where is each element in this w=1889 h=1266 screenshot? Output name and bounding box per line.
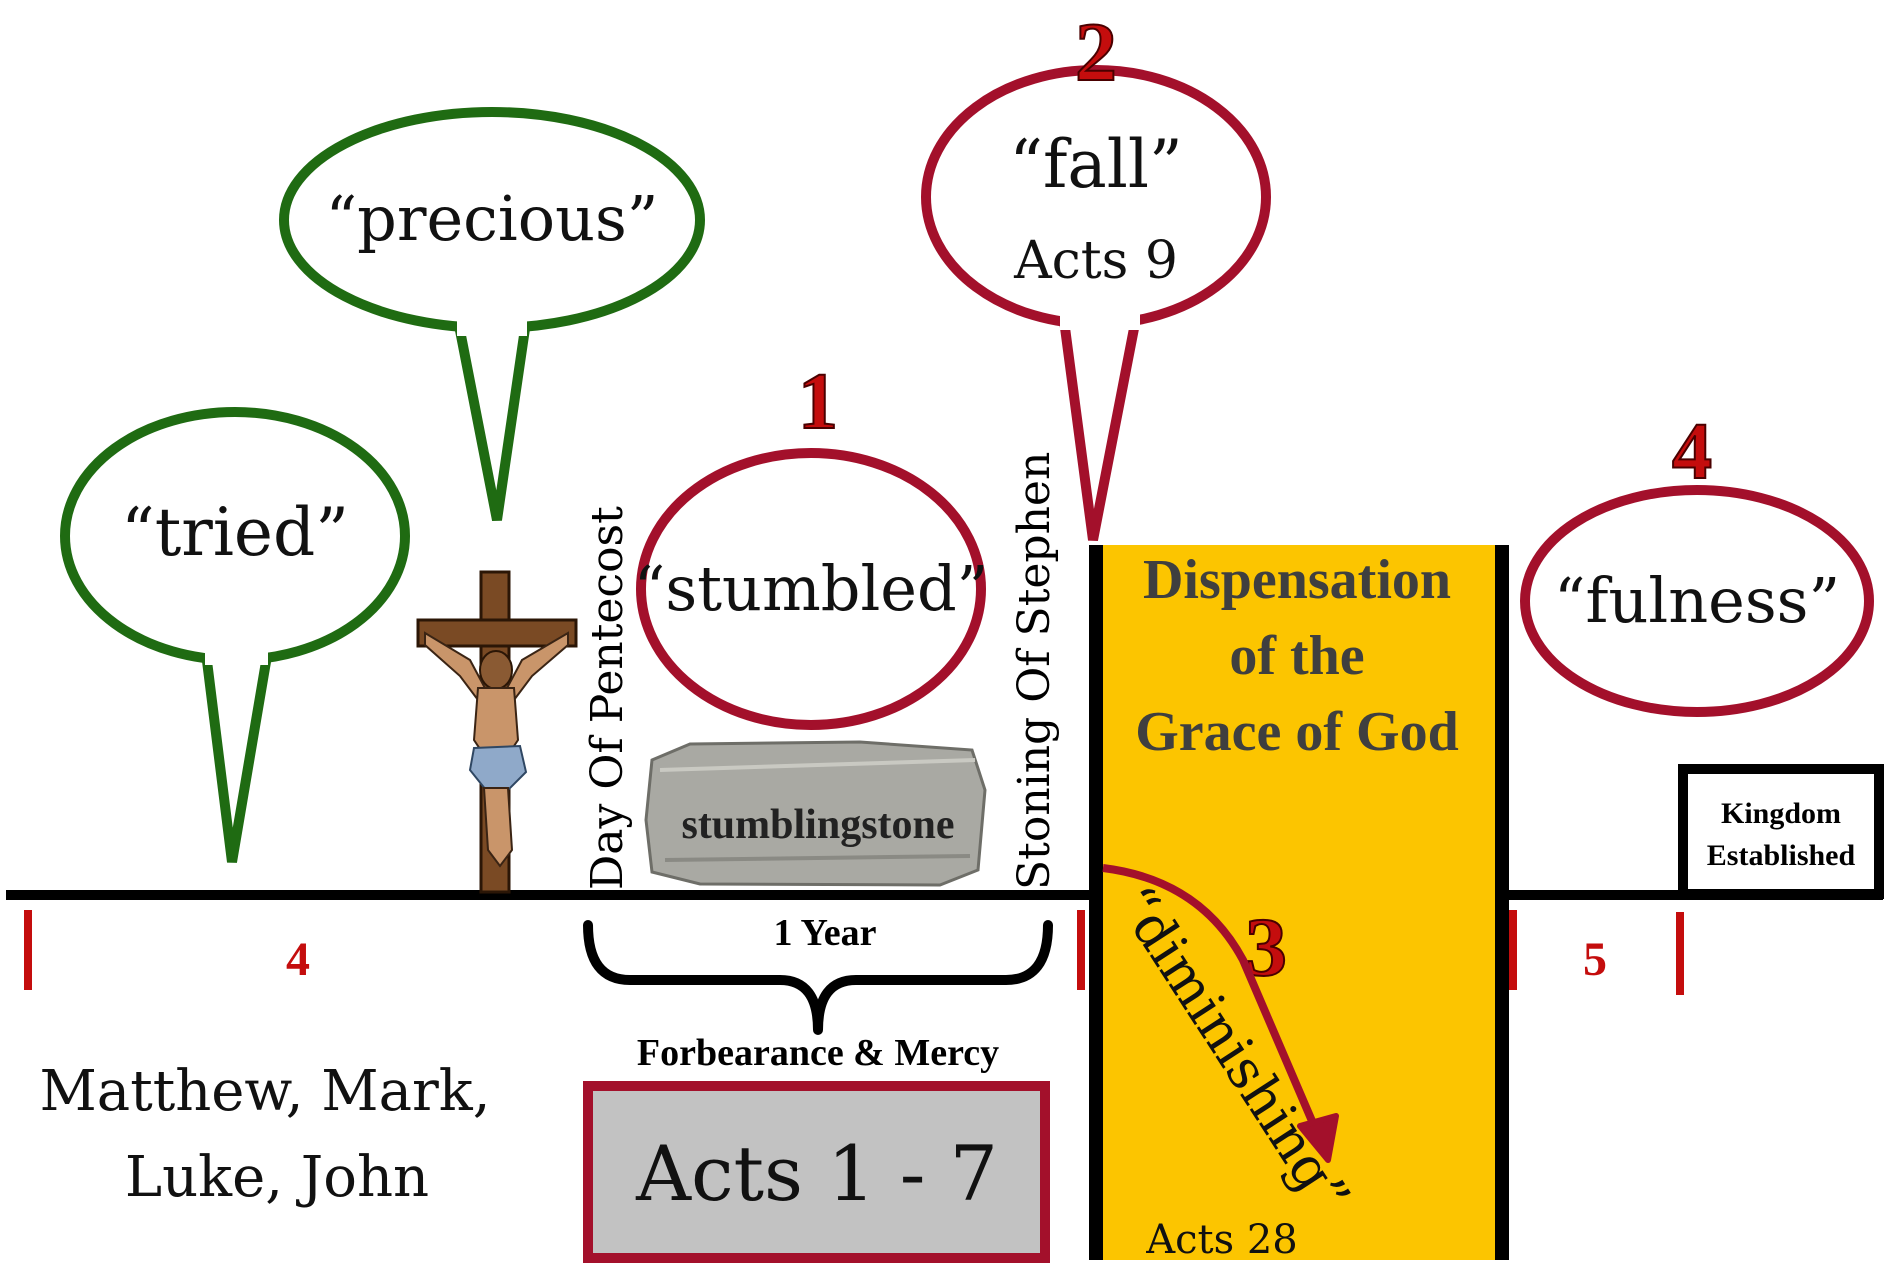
timeline-tick xyxy=(1077,910,1085,990)
dispensation-title-line2: of the xyxy=(1229,625,1364,687)
label-forbearance-mercy: Forbearance & Mercy xyxy=(637,1032,999,1074)
acts-1-7-box-frame xyxy=(583,1081,1050,1263)
dispensation-right-wall xyxy=(1495,545,1509,1260)
bubble-tail xyxy=(200,644,273,863)
bubble-precious: “precious” xyxy=(279,107,705,521)
dispensation-block: Dispensation of the Grace of God xyxy=(1089,545,1509,1260)
bubble-outline xyxy=(1520,485,1874,717)
bubble-tried: “tried” xyxy=(60,407,410,863)
label-stoning-of-stephen: Stoning Of Stephen xyxy=(1009,452,1060,890)
segment-number-5: 5 xyxy=(1583,933,1607,986)
bubble-fall: “fall” Acts 9 xyxy=(921,65,1271,541)
bubble-joint-mask xyxy=(205,625,268,665)
crucifix-icon xyxy=(416,570,578,894)
dispensation-left-wall xyxy=(1089,545,1103,1260)
bubble-stumbled: “stumbled” xyxy=(634,448,989,730)
bubble-text-fulness: “fulness” xyxy=(1554,564,1840,637)
gospels-line2: Luke, John xyxy=(125,1145,429,1210)
timeline-tick xyxy=(24,910,32,990)
marker-number-4: 4 xyxy=(1672,408,1712,496)
bubble-tail xyxy=(1057,304,1142,541)
bubble-tail xyxy=(452,314,532,521)
bubble-joint-mask xyxy=(1060,290,1140,330)
kingdom-established-box: Kingdom Established xyxy=(1678,764,1884,899)
marker-number-2: 2 xyxy=(1075,6,1117,99)
marker-number-3: 3 xyxy=(1245,901,1287,994)
numbered-markers: 1 2 3 4 xyxy=(797,5,1713,995)
bubble-joint-mask xyxy=(457,300,527,336)
marker-number-1: 1 xyxy=(798,358,838,446)
kingdom-label-line2: Established xyxy=(1707,839,1856,872)
timeline-tick xyxy=(1509,910,1517,990)
label-acts-28: Acts 28 xyxy=(1145,1217,1298,1263)
dispensation-background xyxy=(1097,545,1501,1260)
dispensation-title-line3: Grace of God xyxy=(1135,701,1458,763)
bubble-fulness: “fulness” xyxy=(1520,485,1874,717)
acts-1-7-label: Acts 1 - 7 xyxy=(635,1129,998,1218)
label-day-of-pentecost: Day Of Pentecost xyxy=(582,506,633,890)
curly-brace-icon xyxy=(583,920,1053,1035)
bubble-text-fall: “fall” xyxy=(1009,126,1182,203)
bubble-text-precious: “precious” xyxy=(325,182,658,255)
bubble-outline xyxy=(636,448,986,730)
bubble-text-tried: “tried” xyxy=(121,494,349,571)
kingdom-label-line1: Kingdom xyxy=(1721,797,1841,830)
timeline-bar-left xyxy=(6,890,1090,900)
label-one-year: 1 Year xyxy=(773,912,876,954)
stumblingstone-label: stumblingstone xyxy=(681,802,954,848)
timeline-tick xyxy=(1676,912,1684,995)
stone-icon: stumblingstone xyxy=(644,740,987,887)
bubble-text-fall-ref: Acts 9 xyxy=(1013,231,1178,291)
curved-arrow-icon xyxy=(1102,864,1339,1163)
bubble-text-stumbled: “stumbled” xyxy=(634,552,989,625)
dispensation-title-line1: Dispensation xyxy=(1143,549,1451,611)
kingdom-box-frame xyxy=(1678,764,1884,899)
gospels-line1: Matthew, Mark, xyxy=(39,1059,490,1124)
acts-1-7-box: Acts 1 - 7 xyxy=(583,1081,1050,1263)
segment-number-4: 4 xyxy=(286,933,310,986)
